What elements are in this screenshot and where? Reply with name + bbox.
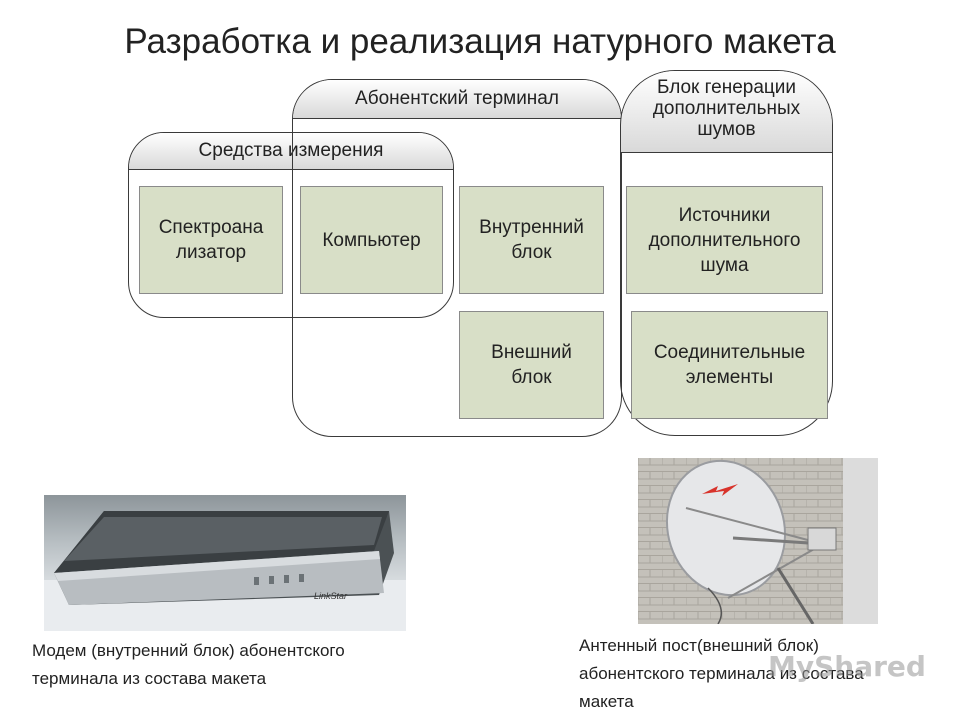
group-terminal: Абонентский терминал [292, 79, 622, 437]
antenna-photo [638, 458, 878, 624]
watermark: MyShared [768, 650, 926, 683]
group-noise: Блок генерации дополнительных шумов [620, 70, 833, 436]
modem-brand-label: LinkStar [314, 591, 348, 601]
box-outdoor-unit: Внешний блок [459, 311, 604, 419]
box-connectors: Соединительные элементы [631, 311, 828, 419]
group-terminal-label: Абонентский терминал [293, 80, 621, 119]
modem-photo: LinkStar [44, 495, 406, 631]
group-noise-label: Блок генерации дополнительных шумов [621, 71, 832, 153]
group-measurement: Средства измерения [128, 132, 454, 318]
box-computer: Компьютер [300, 186, 443, 294]
lightning-logo-icon [702, 484, 738, 496]
box-indoor-unit: Внутренний блок [459, 186, 604, 294]
antenna-caption: Антенный пост(внешний блок) абонентского… [579, 636, 864, 711]
box-noise-sources: Источники дополнительного шума [626, 186, 823, 294]
page-title: Разработка и реализация натурного макета [124, 22, 836, 61]
modem-caption: Модем (внутренний блок) абонентского тер… [32, 641, 345, 688]
group-measurement-label: Средства измерения [129, 133, 453, 170]
box-spectrum-analyzer: Спектроана лизатор [139, 186, 283, 294]
